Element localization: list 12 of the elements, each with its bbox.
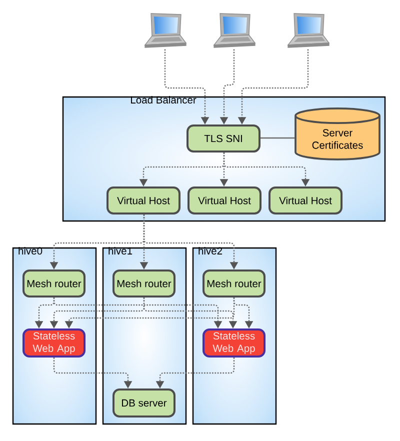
- database-cylinder: Server Certificates: [294, 108, 380, 160]
- process-box: Stateless Web App: [202, 328, 266, 358]
- connector-line: [260, 137, 295, 139]
- process-box: Mesh router: [22, 270, 86, 298]
- process-box: Virtual Host: [188, 186, 262, 214]
- process-box: Virtual Host: [268, 186, 342, 214]
- process-box: TLS SNI: [186, 124, 260, 152]
- process-box: DB server: [112, 388, 176, 418]
- process-box: Stateless Web App: [22, 328, 86, 358]
- process-box: Mesh router: [112, 270, 176, 298]
- process-box: Mesh router: [202, 270, 266, 298]
- process-box: Virtual Host: [106, 186, 180, 214]
